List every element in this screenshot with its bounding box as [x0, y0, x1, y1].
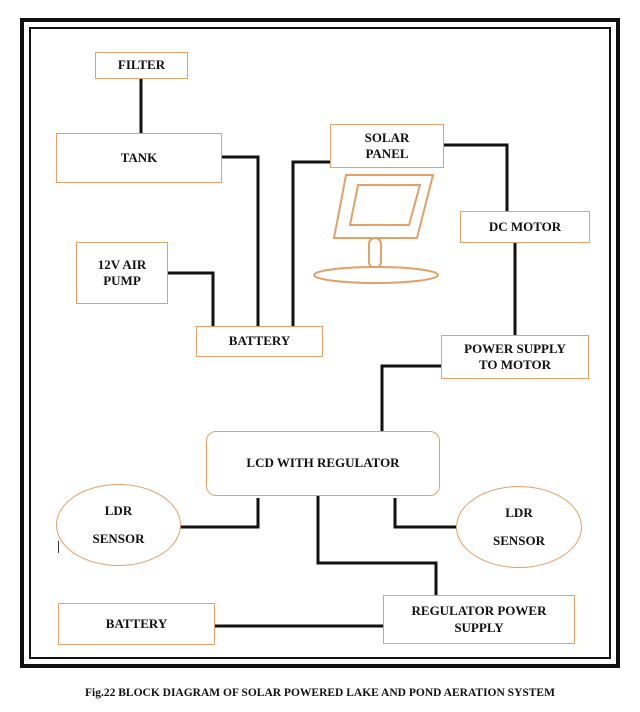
solar-panel-screen	[348, 184, 422, 226]
ldr-right-label-line2: SENSOR	[492, 533, 546, 548]
ldr-left-label-line1: LDR	[104, 502, 133, 518]
connector-supply-lcd	[380, 364, 441, 431]
diagram-frame-inner	[29, 27, 611, 659]
dc-motor-box: DC MOTOR	[460, 211, 590, 243]
power-supply-label-line1: POWER SUPPLY	[464, 340, 566, 356]
ldr-sensor-right: LDR SENSOR	[456, 486, 582, 568]
connector-tank-battery	[222, 155, 260, 326]
connector-battery-solar	[291, 160, 330, 326]
connector-ldr-left-lcd	[180, 498, 260, 529]
battery-bottom-box: BATTERY	[58, 603, 215, 645]
battery-top-box: BATTERY	[196, 326, 323, 357]
text-cursor	[58, 541, 59, 553]
filter-label: FILTER	[117, 57, 166, 73]
tank-box: TANK	[56, 133, 222, 183]
regulator-supply-label-line1: REGULATOR POWER	[411, 603, 547, 619]
lcd-regulator-label: LCD WITH REGULATOR	[246, 455, 400, 471]
solar-panel-label-line2: PANEL	[365, 146, 409, 161]
regulator-supply-label-line2: SUPPLY	[454, 619, 504, 635]
lcd-regulator-box: LCD WITH REGULATOR	[206, 431, 440, 496]
connector-ldr-right-lcd	[393, 498, 456, 529]
connector-solar-dcmotor	[444, 143, 509, 211]
solar-panel-illustration	[313, 174, 439, 284]
regulator-power-supply-box: REGULATOR POWER SUPPLY	[383, 595, 575, 644]
ldr-sensor-left: LDR SENSOR	[56, 484, 181, 566]
figure-caption: Fig.22 BLOCK DIAGRAM OF SOLAR POWERED LA…	[85, 687, 555, 699]
connector-lcd-regulator	[316, 496, 438, 595]
air-pump-label-line2: PUMP	[103, 273, 141, 288]
tank-label: TANK	[120, 149, 158, 165]
solar-panel-label-line1: SOLAR	[364, 129, 410, 145]
power-supply-label-line2: TO MOTOR	[478, 357, 552, 372]
air-pump-label-line1: 12V AIR	[97, 256, 147, 272]
dc-motor-label: DC MOTOR	[488, 218, 562, 234]
solar-panel-box: SOLAR PANEL	[330, 124, 444, 168]
battery-bottom-label: BATTERY	[105, 615, 168, 631]
ldr-right-label-line1: LDR	[505, 504, 533, 520]
filter-box: FILTER	[95, 52, 188, 79]
battery-top-label: BATTERY	[228, 333, 291, 349]
ldr-left-label-line2: SENSOR	[92, 531, 145, 546]
power-supply-box: POWER SUPPLY TO MOTOR	[441, 335, 589, 379]
solar-panel-base	[313, 266, 439, 284]
air-pump-box: 12V AIR PUMP	[76, 242, 168, 304]
connector-pump-battery	[168, 271, 215, 326]
solar-panel-stand	[368, 237, 382, 269]
